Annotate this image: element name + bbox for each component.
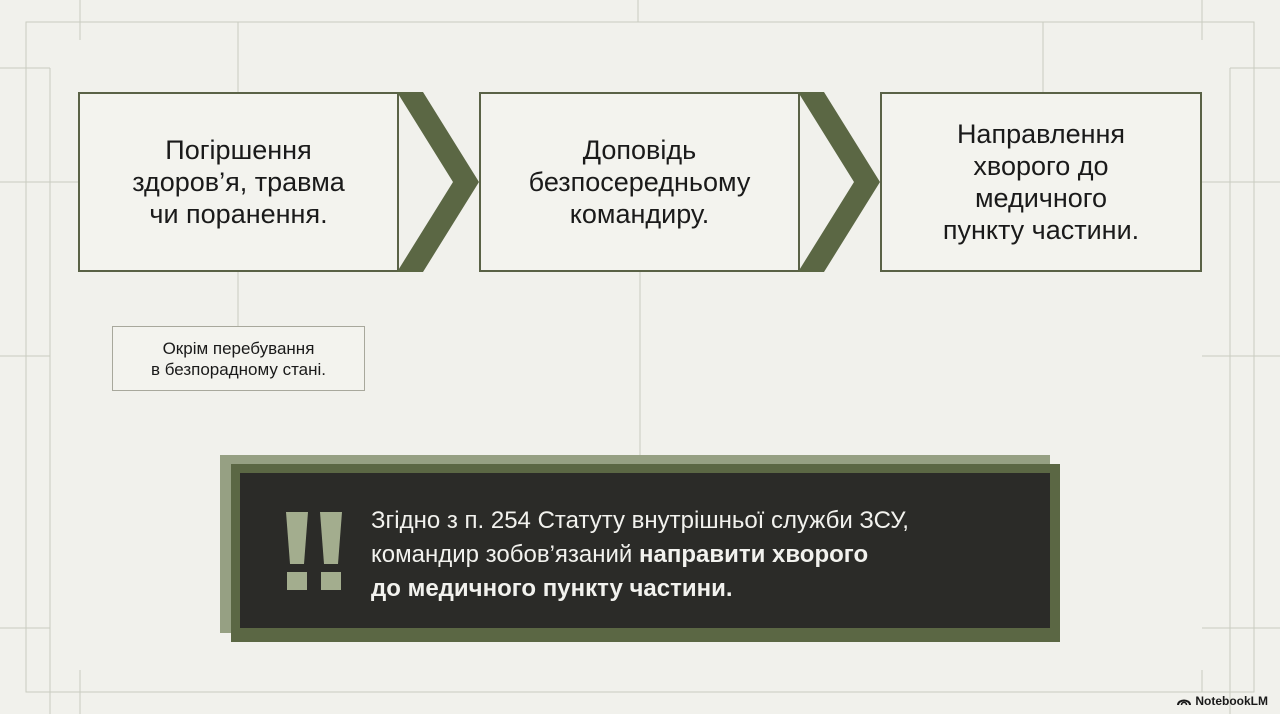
- notebooklm-logo-icon: [1177, 699, 1192, 706]
- callout-text: Згідно з п. 254 Статуту внутрішньої служ…: [371, 504, 1041, 606]
- callout-line-1: Згідно з п. 254 Статуту внутрішньої служ…: [371, 507, 909, 534]
- flow-step-referral-medical-point: Направлення хворого до медичного пункту …: [880, 92, 1202, 272]
- chevron-right-icon: [798, 92, 880, 272]
- exception-note: Окрім перебування в безпорадному стані.: [112, 326, 365, 391]
- exception-note-text: Окрім перебування в безпорадному стані.: [150, 338, 327, 379]
- flow-step-report-commander: Доповідь безпосередньому командиру.: [479, 92, 800, 272]
- brand-watermark: NotebookLM: [1177, 694, 1268, 708]
- flow-step-label: Погіршення здоров’я, травма чи поранення…: [132, 135, 345, 229]
- chevron-right-icon: [397, 92, 479, 272]
- flow-step-health-decline: Погіршення здоров’я, травма чи поранення…: [78, 92, 399, 272]
- callout-line-2: командир зобов’язаний направити хворого: [371, 538, 1041, 572]
- double-exclamation-icon: [286, 512, 342, 590]
- callout-highlight-2: до медичного пункту частини.: [371, 575, 733, 602]
- callout-highlight-1: направити хворого: [638, 541, 869, 568]
- brand-name: NotebookLM: [1195, 694, 1268, 708]
- flow-step-label: Направлення хворого до медичного пункту …: [942, 119, 1140, 245]
- callout-box: [240, 473, 1050, 628]
- flow-step-label: Доповідь безпосередньому командиру.: [528, 135, 751, 229]
- callout-line-2-plain: командир зобов’язаний: [371, 541, 639, 568]
